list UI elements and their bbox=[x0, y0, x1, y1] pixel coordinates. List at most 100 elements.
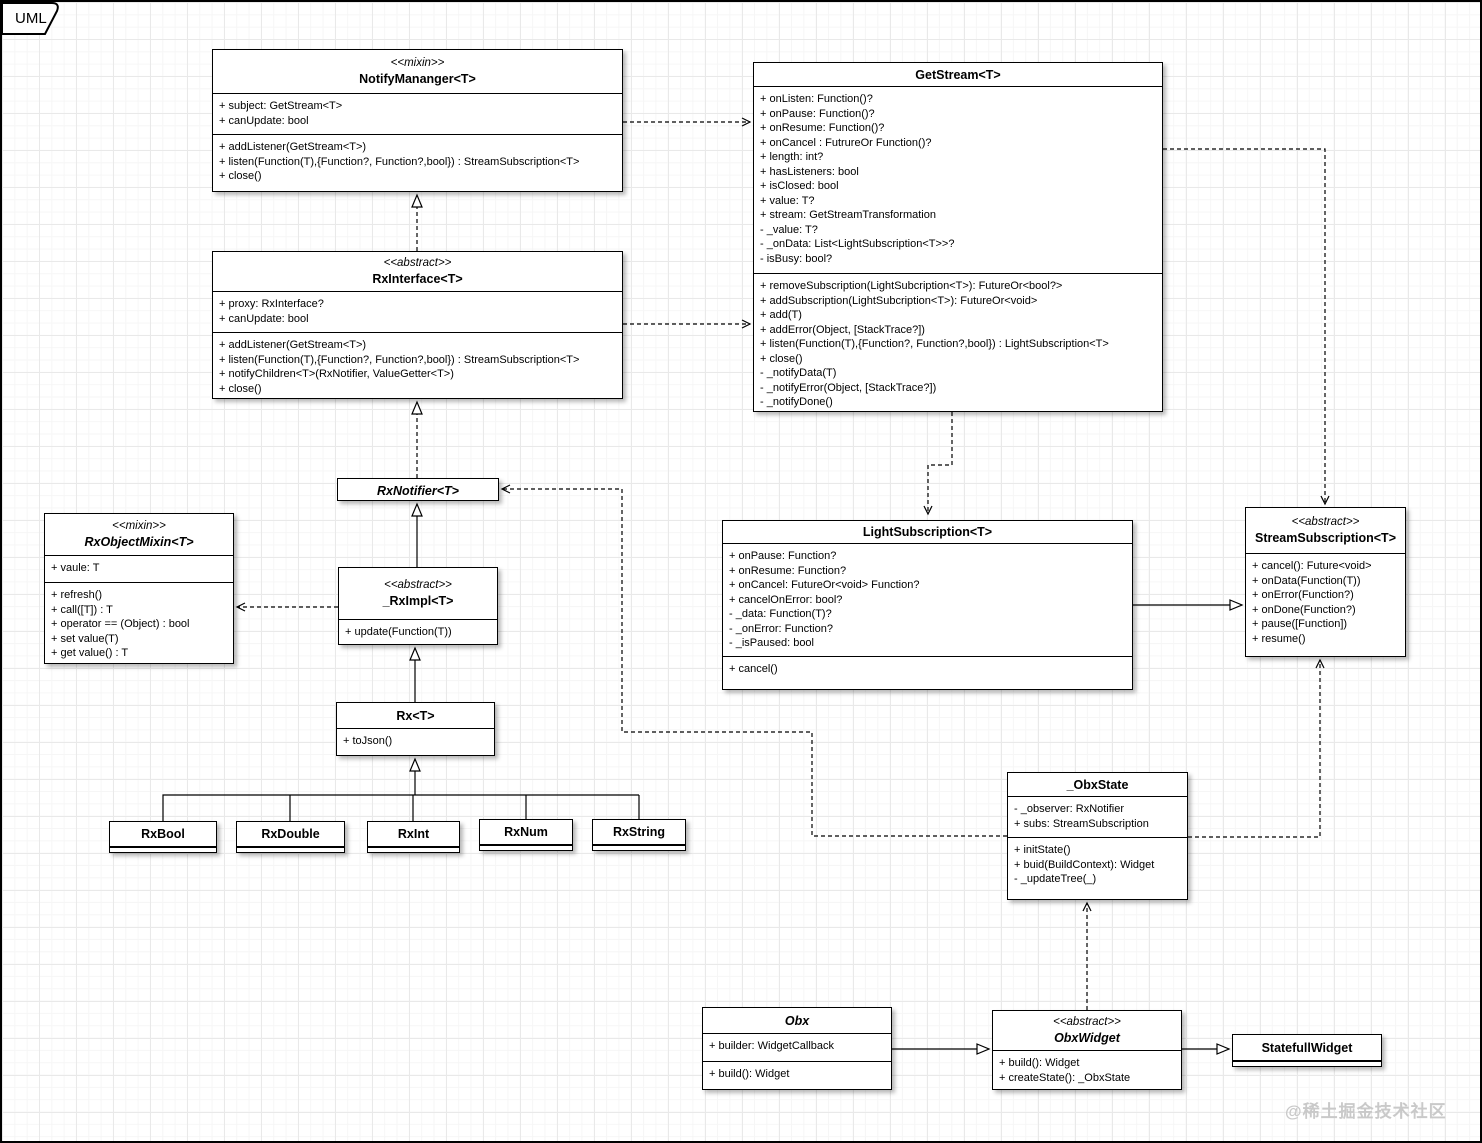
empty-compartment bbox=[1233, 1061, 1381, 1066]
empty-compartment bbox=[368, 847, 459, 852]
class-header: RxDouble bbox=[237, 822, 344, 847]
class-header: <<mixin>> RxObjectMixin<T> bbox=[45, 514, 233, 556]
empty-compartment bbox=[237, 847, 344, 852]
member-line: + onPause: Function? bbox=[729, 550, 837, 562]
class-name: RxNotifier<T> bbox=[377, 483, 459, 498]
member-line: + addListener(GetStream<T>) bbox=[219, 339, 367, 351]
class-rximpl: <<abstract>> _RxImpl<T> + update(Functio… bbox=[338, 567, 498, 645]
class-rxnum: RxNum bbox=[479, 819, 573, 851]
member-line: + canUpdate: bool bbox=[219, 114, 309, 127]
member-line: - _notifyError(Object, [StackTrace?]) bbox=[760, 381, 937, 394]
member-line: + close() bbox=[760, 352, 803, 365]
member-line: + refresh() bbox=[51, 589, 103, 601]
methods-compartment: + addListener(GetStream<T>) + listen(Func… bbox=[213, 332, 622, 398]
class-name: RxNum bbox=[504, 825, 548, 839]
member-line: - _value: T? bbox=[760, 223, 818, 236]
class-header: GetStream<T> bbox=[754, 63, 1162, 87]
class-header: StatefullWidget bbox=[1233, 1035, 1381, 1061]
class-statefullwidget: StatefullWidget bbox=[1232, 1034, 1382, 1067]
class-header: _ObxState bbox=[1008, 773, 1187, 797]
member-line: + buid(BuildContext): Widget bbox=[1014, 858, 1155, 871]
class-streamsubscription: <<abstract>> StreamSubscription<T> + can… bbox=[1245, 507, 1406, 657]
class-lightsubscription: LightSubscription<T> + onPause: Function… bbox=[722, 520, 1133, 690]
class-name: StreamSubscription<T> bbox=[1254, 531, 1396, 545]
member-line: - _isPaused: bool bbox=[729, 637, 814, 649]
member-line: + build(): Widget bbox=[709, 1068, 790, 1080]
member-line: + removeSubscription(LightSubcription<T>… bbox=[760, 280, 1063, 292]
class-header: <<abstract>> _RxImpl<T> bbox=[339, 568, 497, 620]
class-name: StatefullWidget bbox=[1261, 1040, 1353, 1055]
member-line: - _observer: RxNotifier bbox=[1014, 803, 1125, 815]
methods-compartment: + cancel(): Future<void> + onData(Functio… bbox=[1246, 554, 1405, 656]
empty-compartment bbox=[110, 847, 216, 852]
member-line: + cancel(): Future<void> bbox=[1252, 560, 1372, 572]
methods-compartment: + refresh()+ call([T]) : T+ operator == … bbox=[45, 582, 233, 663]
relation-getstream-streamsubscription bbox=[1163, 148, 1330, 506]
attributes-compartment: - _observer: RxNotifier + subs: StreamSub… bbox=[1008, 797, 1187, 837]
member-line: + resume() bbox=[1252, 632, 1306, 645]
member-line: + close() bbox=[219, 382, 262, 395]
member-line: + pause([Function]) bbox=[1252, 618, 1348, 630]
class-header: <<abstract>> ObxWidget bbox=[993, 1011, 1181, 1051]
class-header: <<mixin>> NotifyMananger<T> bbox=[213, 50, 622, 94]
attributes-compartment: + subject: GetStream<T> + canUpdate: bool bbox=[213, 94, 622, 134]
member-line: + cancel() bbox=[729, 663, 778, 675]
member-line: + addSubscription(LightSubcription<T>): … bbox=[760, 294, 1038, 307]
member-line: + onCancel: FutureOr<void> Function? bbox=[729, 579, 920, 591]
member-line: - _notifyDone() bbox=[760, 396, 833, 408]
member-line: + onListen: Function()? bbox=[760, 93, 873, 105]
class-notifymananger: <<mixin>> NotifyMananger<T> + subject: G… bbox=[212, 49, 623, 192]
methods-compartment: + build(): Widget+ createState(): _ObxSt… bbox=[993, 1051, 1181, 1089]
member-line: + vaule: T bbox=[51, 562, 100, 574]
member-line: - _updateTree(_) bbox=[1014, 873, 1097, 885]
class-header: RxBool bbox=[110, 822, 216, 847]
member-line: + subject: GetStream<T> bbox=[219, 100, 343, 112]
member-line: + hasListeners: bool bbox=[760, 165, 859, 178]
class-name: RxInt bbox=[397, 827, 430, 841]
class-header: RxNotifier<T> bbox=[338, 479, 498, 502]
class-getstream: GetStream<T> + onListen: Function()?+ on… bbox=[753, 62, 1163, 412]
empty-compartment bbox=[593, 845, 685, 850]
member-line: + set value(T) bbox=[51, 632, 119, 645]
class-name: RxString bbox=[612, 825, 666, 839]
member-line: + onCancel : FutrureOr Function()? bbox=[760, 136, 932, 149]
class-name: Obx bbox=[784, 1013, 810, 1028]
stereotype: <<abstract>> bbox=[1053, 1016, 1121, 1028]
methods-compartment: + removeSubscription(LightSubcription<T>… bbox=[754, 273, 1162, 411]
stereotype: <<abstract>> bbox=[1291, 516, 1360, 528]
class-header: Obx bbox=[703, 1008, 891, 1034]
stereotype: <<abstract>> bbox=[384, 579, 452, 591]
attributes-compartment: + proxy: RxInterface?+ canUpdate: bool bbox=[213, 292, 622, 332]
methods-compartment: + addListener(GetStream<T>)+ listen(Func… bbox=[213, 134, 622, 191]
member-line: + add(T) bbox=[760, 309, 802, 321]
member-line: - isBusy: bool? bbox=[760, 252, 833, 265]
class-rxstring: RxString bbox=[592, 819, 686, 851]
member-line: + notifyChildren<T>(RxNotifier, ValueGet… bbox=[219, 368, 454, 380]
class-obxwidget: <<abstract>> ObxWidget + build(): Widget… bbox=[992, 1010, 1182, 1090]
member-line: + canUpdate: bool bbox=[219, 312, 309, 325]
class-name: RxObjectMixin<T> bbox=[84, 535, 194, 549]
stereotype: <<abstract>> bbox=[383, 257, 452, 269]
member-line: + toJson() bbox=[343, 735, 393, 747]
member-line: + length: int? bbox=[760, 151, 824, 163]
uml-page-tab[interactable]: UML bbox=[2, 2, 72, 38]
member-line: + builder: WidgetCallback bbox=[709, 1040, 835, 1052]
class-rxnotifier: RxNotifier<T> bbox=[337, 478, 499, 501]
attributes-compartment: + onListen: Function()?+ onPause: Functi… bbox=[754, 87, 1162, 273]
class-rx: Rx<T> + toJson() bbox=[336, 702, 495, 756]
member-line: + subs: StreamSubscription bbox=[1014, 817, 1149, 830]
relation-obxstate-streamsubscription bbox=[1188, 658, 1325, 838]
class-rxdouble: RxDouble bbox=[236, 821, 345, 853]
member-line: + stream: GetStreamTransformation bbox=[760, 209, 936, 221]
watermark: @稀土掘金技术社区 bbox=[1285, 1102, 1447, 1121]
member-line: + onData(Function(T)) bbox=[1252, 574, 1361, 587]
member-line: + build(): Widget bbox=[999, 1057, 1080, 1069]
class-header: Rx<T> bbox=[337, 703, 494, 729]
class-name: Rx<T> bbox=[396, 708, 435, 723]
member-line: + listen(Function(T),{Function?, Functio… bbox=[219, 353, 580, 366]
member-line: + value: T? bbox=[760, 194, 815, 207]
member-line: + addListener(GetStream<T>) bbox=[219, 141, 367, 153]
class-header: <<abstract>> StreamSubscription<T> bbox=[1246, 508, 1405, 554]
member-line: + get value() : T bbox=[51, 647, 129, 659]
